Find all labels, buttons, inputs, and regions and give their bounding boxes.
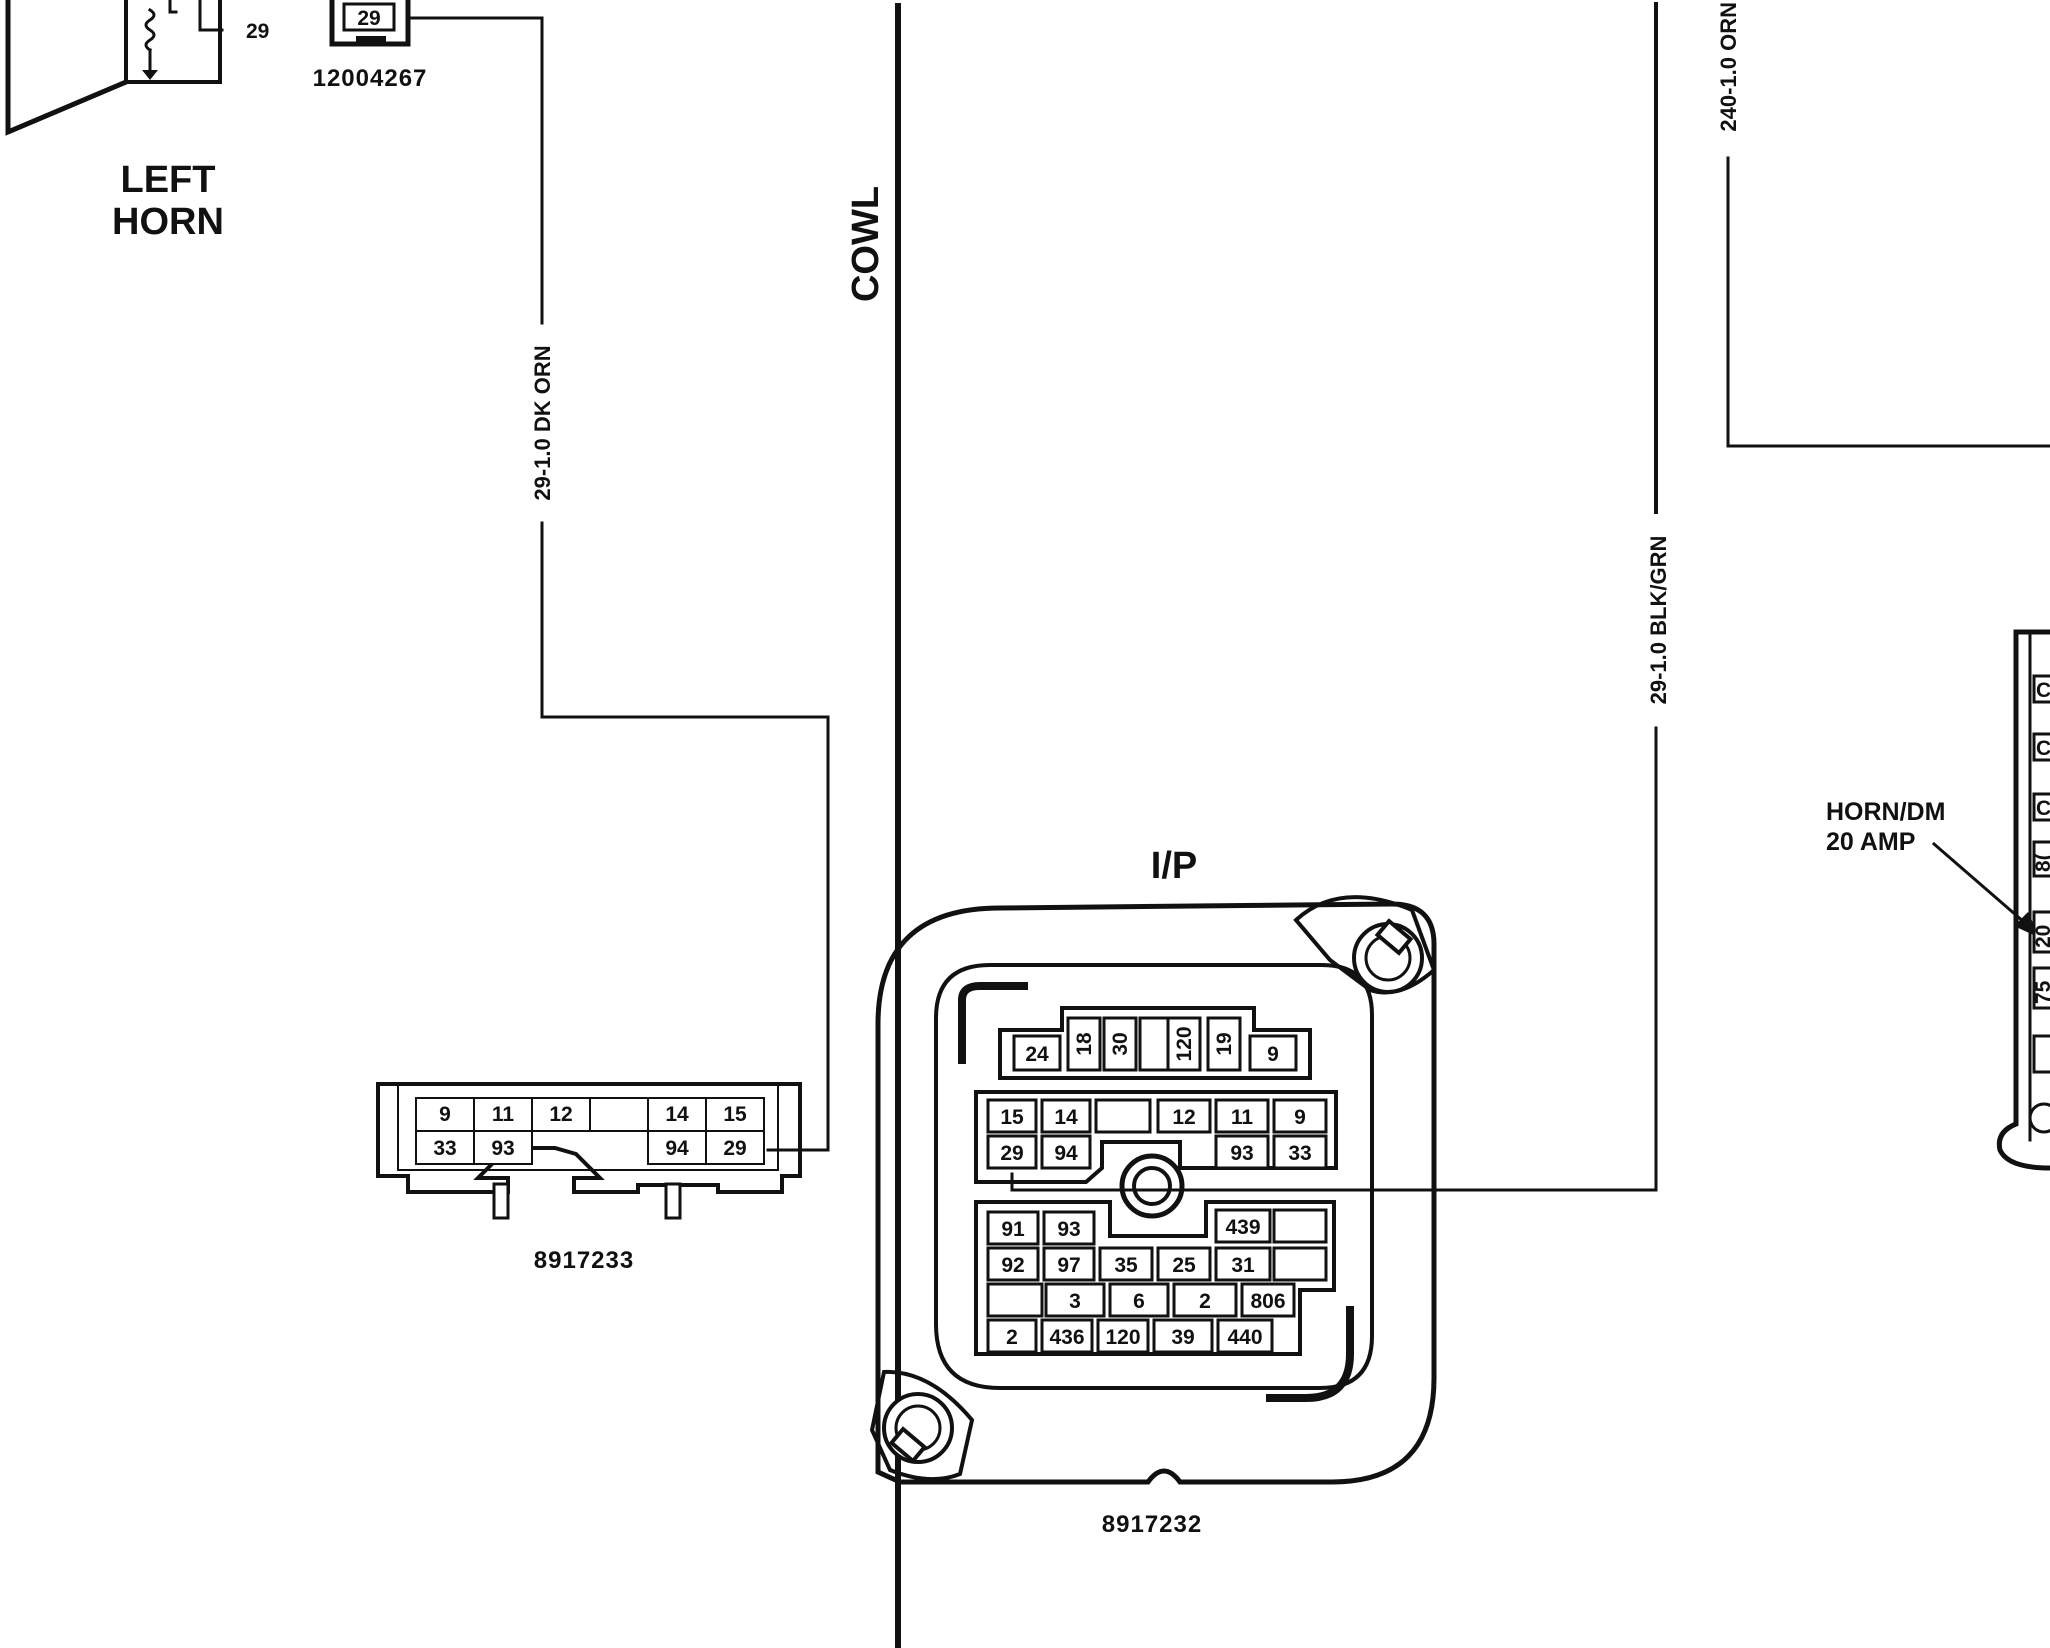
ip-pin: 31 <box>1231 1254 1255 1277</box>
cowl-label: COWL <box>845 186 887 302</box>
ip-pin: 97 <box>1057 1254 1080 1277</box>
horn-dm-label-line2: 20 AMP <box>1826 828 1915 856</box>
ip-pin: 25 <box>1172 1254 1196 1277</box>
left-horn-label-line1: LEFT <box>121 159 216 201</box>
ip-mount-bottom-left <box>869 1369 975 1482</box>
small-pin: 93 <box>491 1137 514 1160</box>
small-connector-top-row: 9 11 12 14 15 <box>415 1097 765 1132</box>
fuse-block: C C C 8( 20 75 <box>1996 629 2050 1171</box>
left-horn-label-line2: HORN <box>112 201 224 243</box>
ip-pin: 11 <box>1231 1106 1254 1129</box>
ip-row-6: 3 6 2 806 <box>986 1282 1296 1318</box>
fuse-block-slot-horn-dm: 20 <box>2032 910 2050 954</box>
left-horn: 29 LEFT HORN <box>5 0 269 243</box>
fuse-block-slot: C <box>2032 674 2050 704</box>
ip-pin: 91 <box>1001 1218 1025 1241</box>
small-pin: 9 <box>439 1103 451 1126</box>
small-pin: 11 <box>492 1103 515 1126</box>
ip-pin: 29 <box>1000 1142 1023 1165</box>
ip-pin: 120 <box>1173 1026 1196 1061</box>
ip-pin: 6 <box>1133 1290 1145 1313</box>
ip-pin: 30 <box>1109 1032 1132 1055</box>
ip-label: I/P <box>1151 845 1197 887</box>
ip-pin: 440 <box>1227 1326 1262 1349</box>
ip-pin: 436 <box>1049 1326 1084 1349</box>
small-pin: 94 <box>665 1137 689 1160</box>
horn-dm-fuse-callout: HORN/DM 20 AMP <box>1826 798 2040 938</box>
fuse-fragment: C <box>2036 679 2050 702</box>
ip-connector-part-number: 8917232 <box>1102 1511 1202 1538</box>
ip-pin: 93 <box>1230 1142 1253 1165</box>
ip-pin: 2 <box>1006 1326 1018 1349</box>
ip-pin: 93 <box>1057 1218 1080 1241</box>
ip-pin: 15 <box>1000 1106 1024 1129</box>
fuse-fragment: C <box>2036 797 2050 820</box>
ip-row-1: 24 18 30 120 19 9 <box>1012 1016 1298 1072</box>
horn-dm-label-line1: HORN/DM <box>1826 798 1945 826</box>
ip-pin: 3 <box>1069 1290 1081 1313</box>
small-pin: 29 <box>723 1137 746 1160</box>
ip-pin: 806 <box>1250 1290 1285 1313</box>
ip-pin: 94 <box>1054 1142 1078 1165</box>
ip-pin: 24 <box>1025 1043 1049 1066</box>
fuse-block-slot: C <box>2032 792 2050 822</box>
ip-pin: 39 <box>1171 1326 1194 1349</box>
fuse-fragment: 8( <box>2032 853 2050 872</box>
small-pin: 12 <box>549 1103 572 1126</box>
ip-pin: 439 <box>1225 1216 1260 1239</box>
small-pin: 14 <box>665 1103 689 1126</box>
horn-pin-label: 29 <box>246 20 269 43</box>
ip-connector: 24 18 30 120 19 9 15 14 12 11 <box>869 895 1437 1538</box>
horn-connector-part-number: 12004267 <box>313 65 428 92</box>
ip-row-3: 29 94 93 33 <box>986 1134 1328 1170</box>
ip-pin: 35 <box>1114 1254 1138 1277</box>
wire-dk-orn: 29-1.0 DK ORN <box>406 16 830 1152</box>
ip-row-7: 2 436 120 39 440 <box>986 1318 1274 1354</box>
small-pin: 15 <box>723 1103 747 1126</box>
wire-orn: 240-1.0 ORN <box>1716 2 2050 448</box>
small-connector-part-number: 8917233 <box>534 1247 634 1274</box>
ip-pin: 92 <box>1001 1254 1024 1277</box>
horn-connector-pin: 29 <box>357 7 380 30</box>
wire-label-orn: 240-1.0 ORN <box>1716 2 1741 132</box>
small-connector-bottom-row: 33 93 94 29 <box>415 1130 765 1165</box>
fuse-fragment: C <box>2036 737 2050 760</box>
ip-pin: 120 <box>1105 1326 1140 1349</box>
ip-pin: 12 <box>1172 1106 1195 1129</box>
ip-pin: 9 <box>1267 1043 1279 1066</box>
ip-pin: 14 <box>1054 1106 1078 1129</box>
fuse-fragment: 75 <box>2032 980 2050 1004</box>
wire-label-dk-orn: 29-1.0 DK ORN <box>530 345 555 500</box>
ip-mount-top-right <box>1293 895 1437 995</box>
horn-connector: 29 12004267 <box>313 0 428 92</box>
fuse-block-slot: C <box>2032 732 2050 762</box>
cowl: COWL <box>845 3 901 1648</box>
wire-blk-grn: 29-1.0 BLK/GRN <box>1010 2 1671 1192</box>
fuse-block-slot: 75 <box>2032 966 2050 1010</box>
ip-row-2: 15 14 12 11 9 <box>986 1098 1328 1134</box>
fuse-block-slot: 8( <box>2032 840 2050 878</box>
ip-row-4: 91 93 439 <box>986 1208 1328 1246</box>
ip-pin: 2 <box>1199 1290 1211 1313</box>
ip-pin: 9 <box>1294 1106 1306 1129</box>
small-pin: 33 <box>433 1137 456 1160</box>
fuse-fragment: 20 <box>2032 925 2050 948</box>
wire-label-blk-grn: 29-1.0 BLK/GRN <box>1646 536 1671 705</box>
ip-pin: 19 <box>1213 1032 1236 1055</box>
ip-row-5: 92 97 35 25 31 <box>986 1246 1328 1282</box>
ip-pin: 18 <box>1073 1032 1096 1056</box>
ip-pin: 33 <box>1288 1142 1311 1165</box>
small-connector: 9 11 12 14 15 33 93 94 29 8917233 <box>376 1082 802 1274</box>
